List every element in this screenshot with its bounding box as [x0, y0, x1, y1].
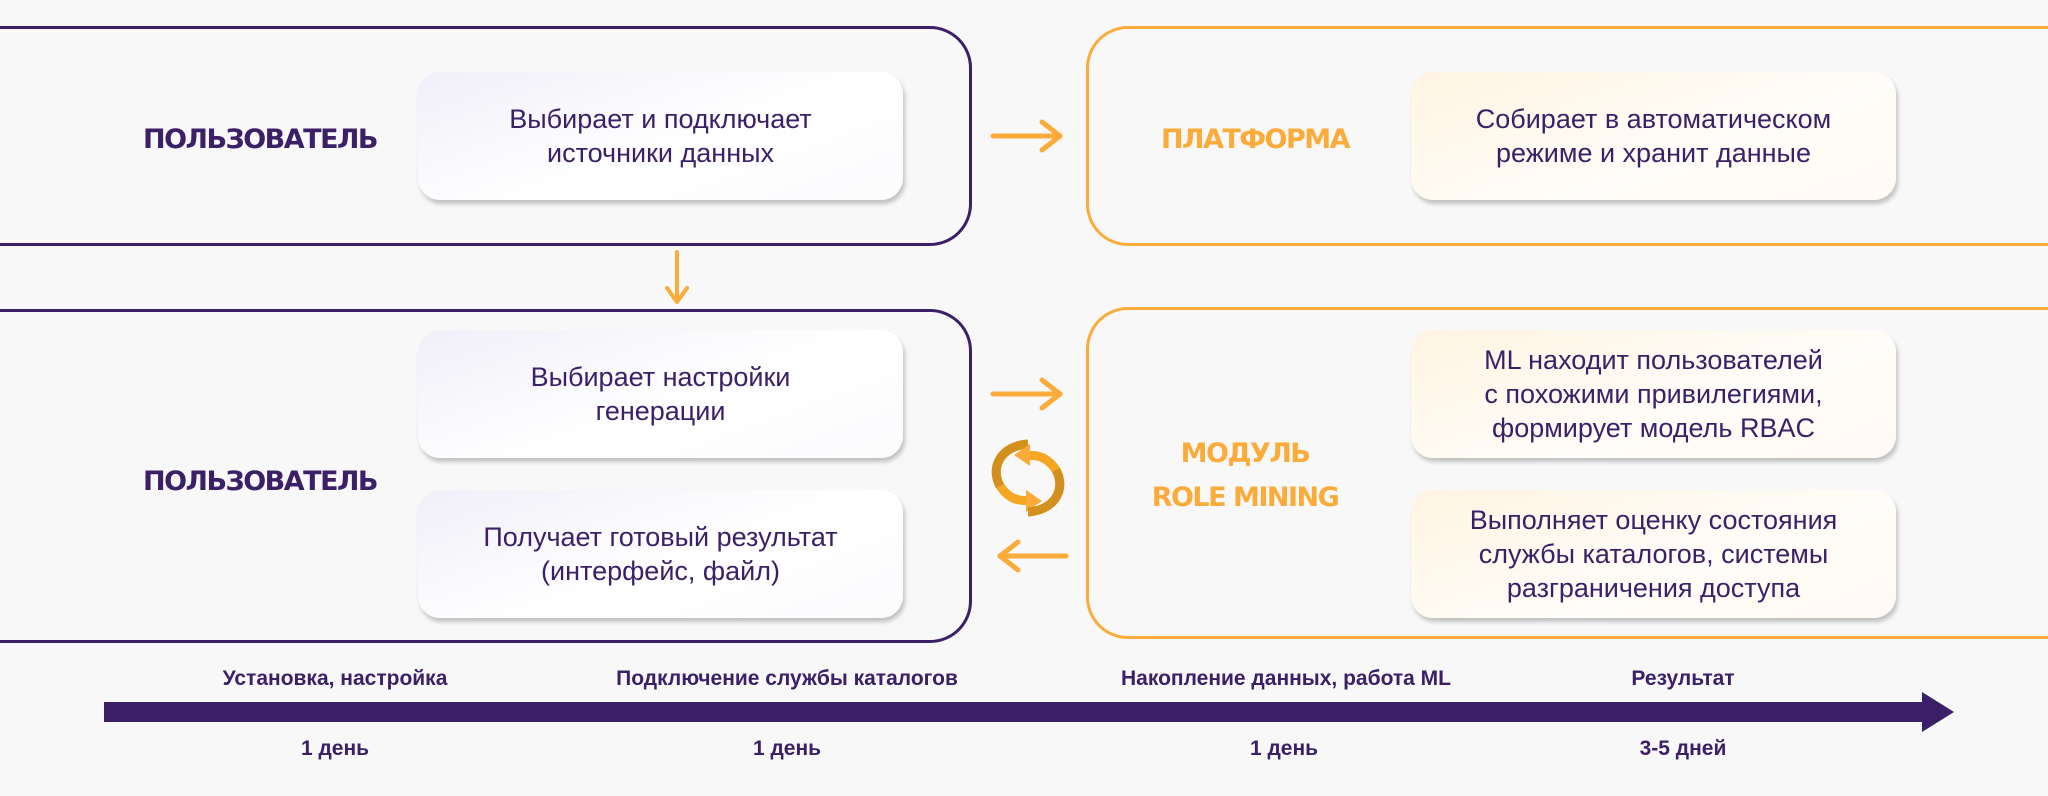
- cycle-icon: [991, 439, 1065, 517]
- arrow-right-icon: [990, 119, 1063, 153]
- module-role-line1: МОДУЛЬ: [1180, 438, 1311, 469]
- card-assess-directory: Выполняет оценку состояния службы катало…: [1411, 490, 1896, 618]
- module-box: [1086, 307, 2048, 639]
- timeline-stage-duration: 1 день: [300, 737, 370, 760]
- timeline-stage-duration: 1 день: [752, 737, 822, 760]
- card-text: ML находит пользователей с похожими прив…: [1484, 345, 1823, 443]
- card-get-result: Получает готовый результат (интерфейс, ф…: [418, 490, 903, 618]
- card-collect-data: Собирает в автоматическом режиме и храни…: [1411, 72, 1896, 200]
- arrow-right-icon: [990, 377, 1063, 411]
- card-text: Получает готовый результат (интерфейс, ф…: [483, 522, 838, 586]
- user-role-label-bottom: ПОЛЬЗОВАТЕЛЬ: [142, 466, 379, 497]
- user-box-top: [0, 26, 972, 246]
- timeline-stage-label: Установка, настройка: [222, 667, 448, 690]
- timeline-stage-label: Накопление данных, работа ML: [1120, 667, 1452, 690]
- card-text: Выбирает настройки генерации: [530, 362, 791, 426]
- timeline-arrow: [104, 692, 1954, 732]
- module-role-line2: ROLE MINING: [1151, 482, 1340, 513]
- platform-role-label: ПЛАТФОРМА: [1160, 124, 1351, 155]
- timeline-stage-duration: 1 день: [1249, 737, 1319, 760]
- arrow-down-icon: [665, 250, 689, 304]
- timeline-stage-duration: 3-5 дней: [1639, 737, 1727, 760]
- platform-box: [1086, 26, 2048, 246]
- card-select-settings: Выбирает настройки генерации: [418, 330, 903, 458]
- module-role-label: МОДУЛЬ ROLE MINING: [1120, 432, 1370, 520]
- card-ml-find-users: ML находит пользователей с похожими прив…: [1411, 330, 1896, 458]
- timeline-stage-label: Результат: [1631, 667, 1735, 690]
- card-text: Выполняет оценку состояния службы катало…: [1469, 505, 1838, 603]
- user-box-bottom: [0, 309, 972, 643]
- user-role-label-top: ПОЛЬЗОВАТЕЛЬ: [142, 124, 379, 155]
- card-text: Собирает в автоматическом режиме и храни…: [1475, 104, 1832, 168]
- timeline-stage-label: Подключение службы каталогов: [616, 667, 958, 690]
- card-select-sources: Выбирает и подключает источники данных: [418, 72, 903, 200]
- arrow-left-icon: [997, 539, 1069, 573]
- card-text: Выбирает и подключает источники данных: [509, 104, 812, 168]
